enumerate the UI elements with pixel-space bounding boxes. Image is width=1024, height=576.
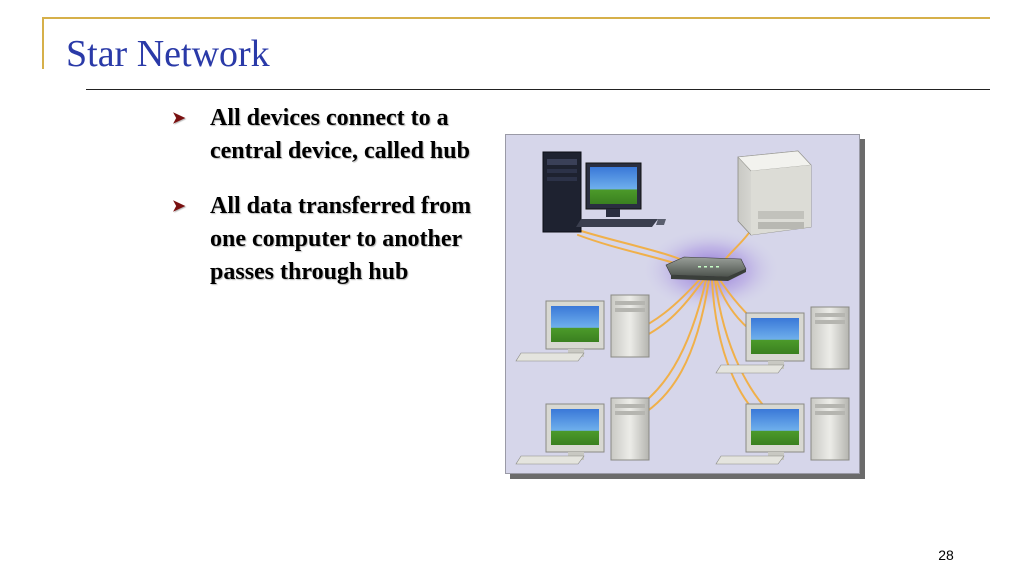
tower-pc-with-monitor (542, 151, 666, 233)
desktop-pc (515, 294, 650, 362)
frame-accent-left (42, 17, 44, 69)
star-network-diagram (515, 150, 850, 465)
bullet-text: All data transferred from one computer t… (210, 193, 472, 285)
title-divider (86, 89, 990, 90)
page-number: 28 (938, 547, 954, 563)
desktop-pc (515, 397, 650, 465)
laser-printer (737, 150, 812, 236)
star-network-figure (505, 134, 860, 474)
frame-accent-top (42, 17, 990, 19)
arrow-bullet-icon: ➤ (172, 198, 186, 215)
desktop-pc (715, 397, 850, 465)
desktop-pc (715, 306, 850, 374)
bullet-item: ➤ All devices connect to a central devic… (170, 102, 490, 168)
arrow-bullet-icon: ➤ (172, 110, 186, 127)
network-hub (665, 256, 747, 281)
bullet-item: ➤ All data transferred from one computer… (170, 190, 490, 289)
bullet-list: ➤ All devices connect to a central devic… (170, 102, 490, 311)
slide-title: Star Network (66, 33, 270, 75)
bullet-text: All devices connect to a central device,… (210, 105, 470, 164)
